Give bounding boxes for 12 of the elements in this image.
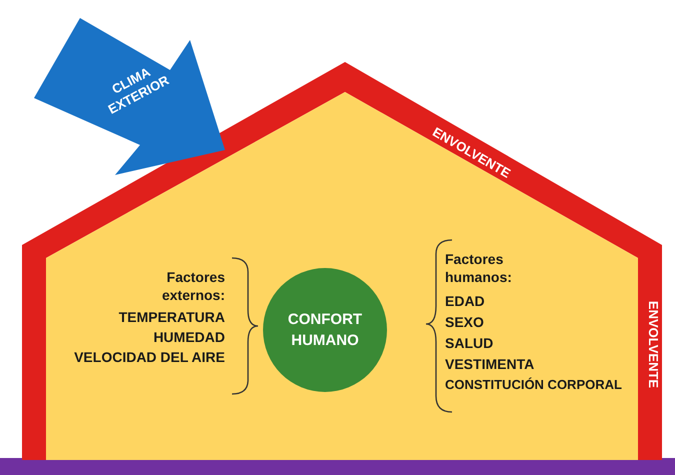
factor-label: HUMEDAD — [153, 328, 225, 346]
factor-label: VESTIMENTA — [445, 355, 534, 373]
factor-label: VELOCIDAD DEL AIRE — [74, 348, 225, 366]
factor-label: SEXO — [445, 313, 484, 331]
factor-label: CONSTITUCIÓN CORPORAL — [445, 376, 622, 394]
wall-label: ENVOLVENTE — [646, 300, 662, 388]
factor-label: SALUD — [445, 334, 494, 352]
list-heading: Factores externos: — [160, 268, 225, 304]
circle-label: CONFORT HUMANO — [286, 310, 364, 351]
list-heading: Factores humanos: — [445, 250, 513, 286]
factor-label: EDAD — [445, 292, 485, 310]
factor-label: TEMPERATURA — [118, 308, 225, 326]
